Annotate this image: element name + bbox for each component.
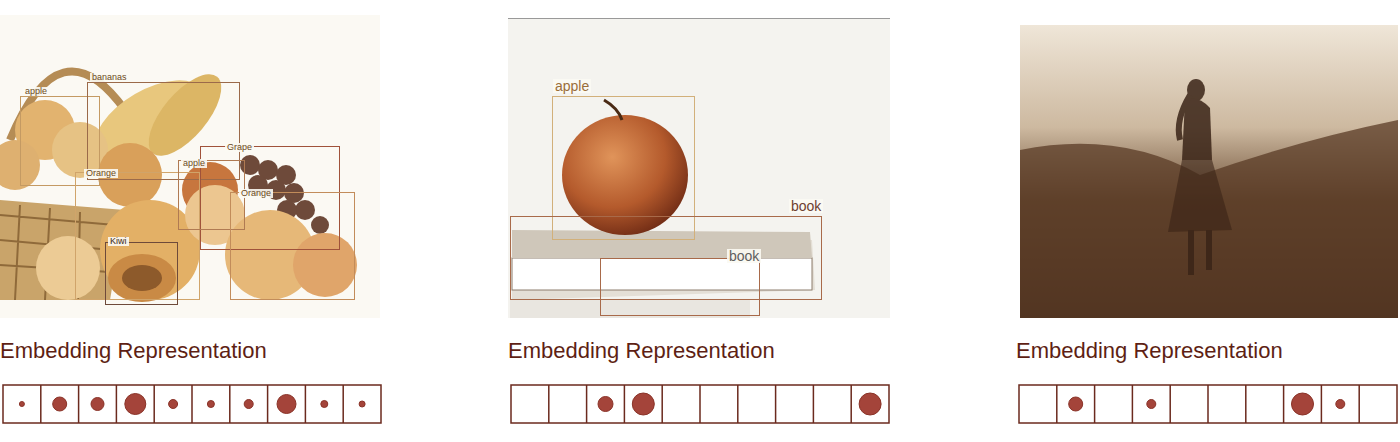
object-label: apple bbox=[23, 87, 49, 96]
object-label: apple bbox=[181, 159, 207, 168]
embedding-dot bbox=[19, 393, 1344, 415]
fruit-photo bbox=[0, 15, 380, 318]
panel-caption: Embedding Representation bbox=[0, 338, 267, 364]
object-label: bananas bbox=[90, 73, 129, 82]
bounding-box: Orange bbox=[230, 192, 355, 300]
object-label: book bbox=[727, 249, 761, 263]
object-label: Orange bbox=[84, 169, 118, 178]
panel-caption: Embedding Representation bbox=[1016, 338, 1283, 364]
panel-caption: Embedding Representation bbox=[508, 338, 775, 364]
bounding-box: bananas bbox=[87, 82, 240, 180]
embedding-vector bbox=[3, 385, 1397, 423]
bounding-box: apple bbox=[552, 96, 695, 240]
bounding-box: book bbox=[600, 258, 760, 316]
apple-photo bbox=[508, 18, 890, 318]
object-label: Grape bbox=[225, 143, 254, 152]
bounding-box: Grape bbox=[200, 146, 340, 250]
object-label: Kiwi bbox=[108, 237, 129, 246]
object-label: book bbox=[789, 199, 823, 213]
bounding-box: apple bbox=[178, 160, 245, 230]
object-label: Orange bbox=[239, 189, 273, 198]
bounding-box: Kiwi bbox=[105, 242, 178, 305]
bounding-box: Orange bbox=[75, 172, 200, 300]
object-label: apple bbox=[553, 79, 591, 93]
field-photo bbox=[1020, 25, 1398, 318]
